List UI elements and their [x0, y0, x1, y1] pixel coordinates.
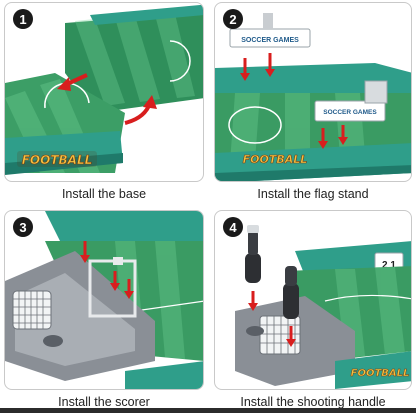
arrow-down-icon	[265, 69, 275, 77]
step-4-number-badge: 4	[223, 217, 243, 237]
arrow-up-icon	[143, 95, 157, 109]
arrow-down-icon	[318, 141, 328, 149]
step-3-number-badge: 3	[13, 217, 33, 237]
step-3-panel: 3	[4, 210, 204, 390]
flag-sign-bottom-text: SOCCER GAMES	[323, 109, 377, 116]
arrow-down-icon	[248, 303, 258, 311]
step-4-caption: Install the shooting handle	[240, 395, 386, 409]
scorer-illustration	[5, 211, 203, 389]
flag-stand-illustration: FOOTBALL SOCCER GAMES SOCCER GAMES	[215, 13, 411, 181]
step-1-number-badge: 1	[13, 9, 33, 29]
arrow-left-icon	[57, 77, 71, 91]
flag-sign-top-text: SOCCER GAMES	[241, 37, 299, 44]
shooting-handle-illustration: 2 1 FOOTBALL	[235, 225, 411, 389]
handle-brand-text: FOOTBALL	[351, 368, 410, 379]
arrow-down-icon	[240, 73, 250, 81]
bottom-bar	[0, 408, 416, 413]
base-illustration: FOOTBALL	[5, 5, 203, 175]
arrow-down-icon	[124, 291, 134, 299]
scorer-digits: 2 1	[382, 260, 396, 271]
step-1-panel: 1 FOOTBALL	[4, 2, 204, 182]
step-1-caption: Install the base	[61, 187, 147, 201]
arrow-down-icon	[338, 137, 348, 145]
arrow-down-icon	[110, 283, 120, 291]
arrow-down-icon	[286, 339, 296, 347]
arrow-down-icon	[80, 255, 90, 263]
step-3-caption: Install the scorer	[58, 395, 150, 409]
base-brand-text: FOOTBALL	[22, 153, 93, 167]
flag-brand-text: FOOTBALL	[243, 153, 308, 166]
step-4-panel: 4 2 1	[214, 210, 412, 390]
step-2-number-badge: 2	[223, 9, 243, 29]
step-2-panel: 2 FOOTBALL SOCCER GAMES SOCCER GAMES	[214, 2, 412, 182]
step-2-caption: Install the flag stand	[257, 187, 369, 201]
